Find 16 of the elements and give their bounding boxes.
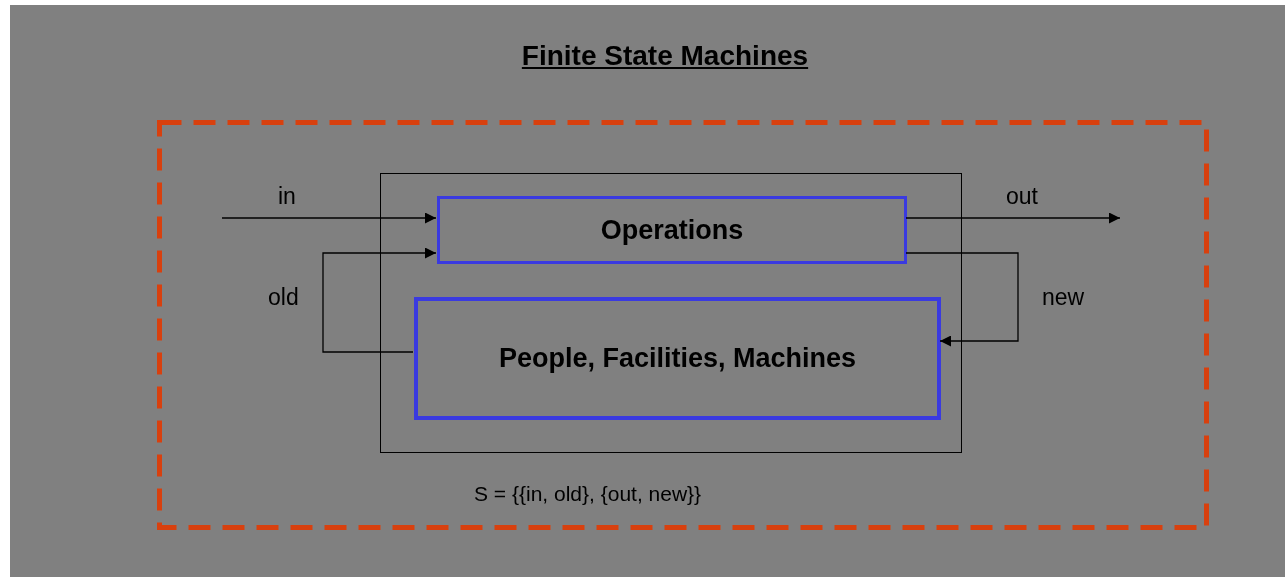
dashed-boundary-box	[157, 120, 1209, 530]
edge-label: in	[278, 183, 296, 210]
arrow	[322, 247, 437, 353]
state-formula: S = {{in, old}, {out, new}}	[474, 482, 702, 506]
edge-label: new	[1042, 284, 1085, 311]
resource-box	[414, 297, 941, 420]
edge-label: old	[268, 284, 299, 311]
arrow	[905, 252, 1019, 347]
process-box	[437, 196, 907, 264]
node-label: People, Facilities, Machines	[498, 343, 857, 374]
arrow	[905, 212, 1121, 224]
system-box	[380, 173, 962, 453]
diagram-title: Finite State Machines	[520, 40, 810, 72]
edge-label: out	[1006, 183, 1038, 210]
arrow	[221, 212, 437, 224]
node-label: Operations	[600, 214, 744, 246]
